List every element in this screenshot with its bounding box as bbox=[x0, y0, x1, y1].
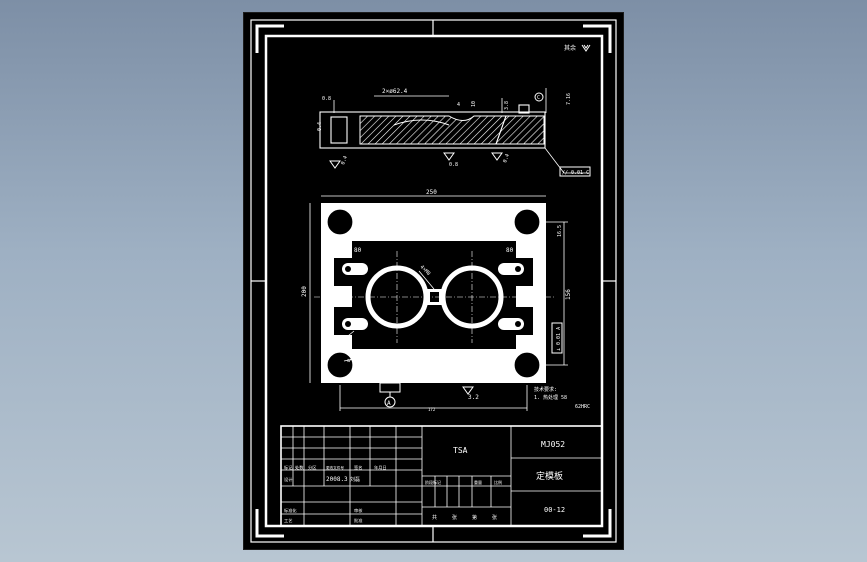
dim-156-label: 156 bbox=[565, 289, 572, 300]
part-code: 00-12 bbox=[544, 506, 565, 514]
tolerance-frame-a-text: ⊥ 0.01 A bbox=[556, 327, 562, 351]
section-view: 2×ø62.4 3.8 7.16 4 10 0.8 0.4 0.4 0.8 0.… bbox=[317, 88, 591, 177]
dim-146-label: 146 bbox=[434, 232, 445, 239]
slot-hole-1 bbox=[345, 266, 351, 272]
slot-right-upper bbox=[498, 263, 524, 275]
school-name: TSA bbox=[453, 446, 468, 455]
datum-a-label: A bbox=[387, 400, 391, 407]
roughness-symbol-plan bbox=[462, 386, 474, 395]
corner-hole-bl bbox=[326, 351, 354, 379]
roughness-3-2: 3.2 bbox=[468, 394, 479, 401]
roughness-0-8-a: 0.8 bbox=[322, 96, 331, 102]
tb-label-batch: 批准 bbox=[354, 517, 362, 524]
slot-hole-3 bbox=[515, 266, 521, 272]
design-date: 2008.3 bbox=[326, 476, 348, 483]
corner-hole-br bbox=[513, 351, 541, 379]
tb-label-count: 处数 bbox=[295, 464, 304, 471]
tb-weight: 重量 bbox=[474, 479, 482, 485]
bore-bridge-gap bbox=[430, 292, 439, 302]
roughness-symbol-2 bbox=[443, 152, 455, 161]
roughness-0-4-a: 0.4 bbox=[340, 155, 349, 166]
plate-tab bbox=[379, 382, 401, 393]
datum-c-label: C bbox=[537, 95, 540, 101]
dim-40-label: 40 bbox=[330, 292, 336, 298]
leader-callout-2 bbox=[343, 352, 385, 362]
tb-scale: 比例 bbox=[494, 479, 502, 485]
callout-holes-1: 4×ø12 bbox=[322, 328, 333, 344]
leader-callout-3 bbox=[418, 270, 435, 290]
corner-mark-tr bbox=[583, 24, 612, 53]
tolerance-frame-c-text: // 0.01 C bbox=[562, 170, 589, 176]
tb-label-std: 标准化 bbox=[284, 507, 297, 514]
tb-index: 第 bbox=[472, 514, 477, 521]
tb-sheet-2: 张 bbox=[492, 514, 497, 521]
roughness-0-8-b: 0.8 bbox=[449, 162, 458, 168]
tb-stage-mark: 阶段标记 bbox=[425, 479, 441, 485]
tb-label-design: 设计 bbox=[284, 476, 292, 483]
title-block-frame bbox=[280, 425, 603, 527]
dim-80-right-label: 80 bbox=[506, 247, 514, 254]
corner-mark-tl bbox=[255, 24, 284, 53]
datum-c-circle bbox=[534, 92, 544, 102]
slot-hole-2 bbox=[345, 321, 351, 327]
tolerance-frame-a bbox=[551, 322, 563, 354]
section-bore-left bbox=[330, 116, 348, 144]
slot-right-lower bbox=[498, 318, 524, 330]
dim-80-left-label: 80 bbox=[354, 247, 362, 254]
slot-hole-4 bbox=[515, 321, 521, 327]
tb-sheet-1: 张 bbox=[452, 514, 457, 521]
notes-heading: 技术要求: bbox=[534, 386, 557, 393]
section-step bbox=[518, 104, 530, 114]
tb-label-process: 工艺 bbox=[284, 518, 292, 523]
tb-label-zone: 分区 bbox=[308, 464, 316, 471]
slot-left-lower bbox=[342, 318, 368, 330]
corner-hole-tl bbox=[326, 208, 354, 236]
corner-mark-br bbox=[583, 509, 612, 538]
tolerance-frame-c bbox=[559, 166, 591, 177]
chamfer-callout: 2×ø62.4 bbox=[382, 88, 408, 95]
roughness-symbol-1 bbox=[329, 160, 341, 169]
dim-10: 10 bbox=[471, 101, 477, 107]
dim-7-16: 7.16 bbox=[566, 93, 572, 105]
part-name: 定模板 bbox=[536, 470, 563, 482]
tb-label-date: 年月日 bbox=[374, 464, 387, 471]
plan-view: 250 200 146 80 80 156 40 16.5 172 3.2 A … bbox=[301, 189, 572, 412]
dim-right-small: 16.5 bbox=[557, 225, 563, 237]
section-hatching bbox=[359, 115, 507, 145]
tb-label-change: 更改文件号 bbox=[326, 465, 344, 470]
roughness-0-4-b: 0.4 bbox=[502, 153, 511, 164]
notes-line-1: 1. 热处理 58 bbox=[534, 394, 567, 401]
tb-total: 共 bbox=[432, 514, 437, 521]
dim-3-8: 3.8 bbox=[504, 101, 510, 110]
corner-mark-bl bbox=[255, 509, 284, 538]
designer-name: 刘磊 bbox=[350, 476, 360, 483]
dim-bottom-label: 172 bbox=[428, 407, 436, 412]
drawing-number: MJ052 bbox=[541, 440, 565, 449]
tb-label-mark: 标记 bbox=[284, 464, 293, 471]
tb-label-approve: 审核 bbox=[354, 507, 363, 514]
leader-callout-1 bbox=[326, 330, 355, 354]
tb-label-sign: 签名 bbox=[354, 464, 362, 471]
roughness-symbol-3 bbox=[491, 152, 503, 161]
slot-left-upper bbox=[342, 263, 368, 275]
roughness-symbol-general bbox=[581, 44, 591, 52]
dim-200: 200 bbox=[301, 286, 308, 297]
technical-notes: 技术要求: 1. 热处理 58 62HRC bbox=[534, 386, 590, 410]
leader-tolerance bbox=[544, 147, 565, 174]
dim-left-side: 0.4 bbox=[317, 122, 323, 131]
section-outline bbox=[319, 111, 546, 149]
title-block: TSA MJ052 定模板 00-12 2008.3 刘磊 标记 处数 分区 更… bbox=[280, 425, 603, 527]
section-hatching-right bbox=[495, 115, 545, 145]
corner-hole-tr bbox=[513, 208, 541, 236]
section-curve bbox=[393, 119, 450, 126]
dim-250: 250 bbox=[426, 189, 437, 196]
other-roughness-note: 其余 bbox=[564, 44, 576, 52]
dim-4: 4 bbox=[457, 102, 460, 108]
drawing-sheet: 其余 2×ø62.4 3.8 7.16 4 10 0.8 bbox=[243, 12, 624, 550]
notes-line-2: 62HRC bbox=[575, 404, 590, 410]
cad-drawing: 其余 2×ø62.4 3.8 7.16 4 10 0.8 bbox=[250, 19, 617, 543]
